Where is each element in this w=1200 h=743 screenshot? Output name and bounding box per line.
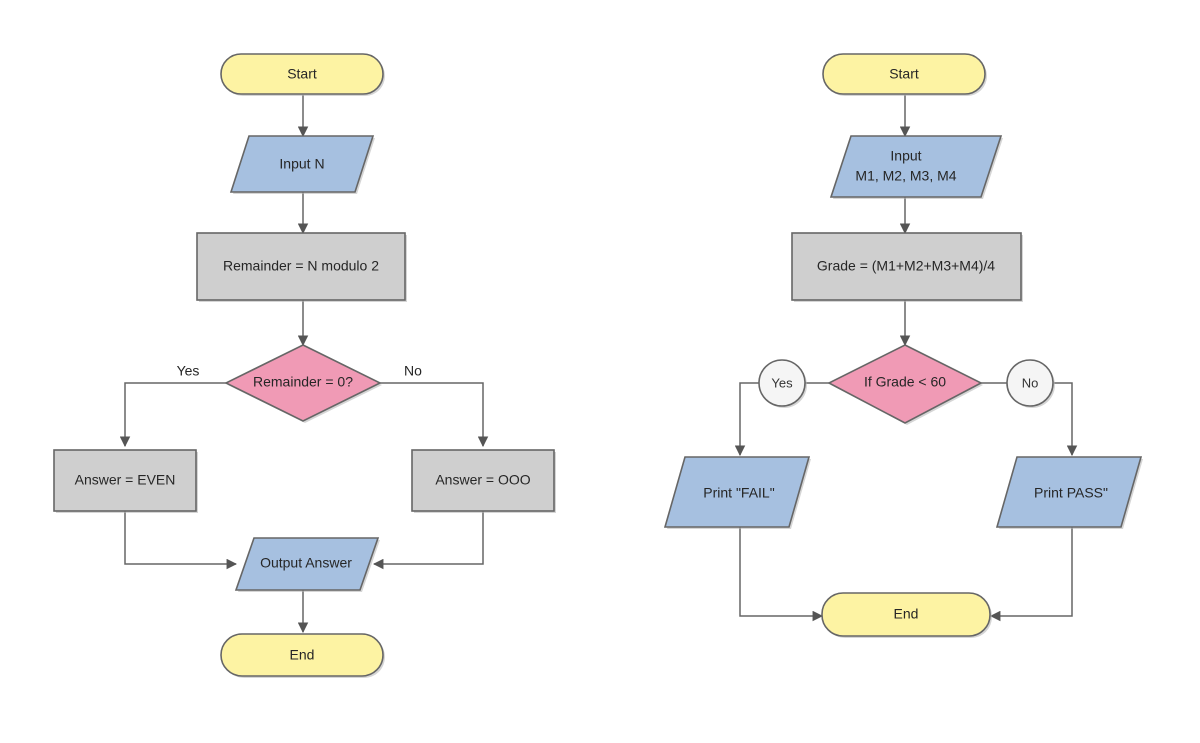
node-answer-odd[interactable]: Answer = OOO <box>411 449 556 513</box>
connectors-grade <box>734 95 1078 622</box>
edge-badge-yes[interactable]: Yes <box>758 359 807 408</box>
edge-pass-to-end <box>989 527 1073 622</box>
node-input-n[interactable]: Input N <box>229 135 375 194</box>
node-print-fail-label: Print "FAIL" <box>703 485 774 501</box>
decision-shape <box>224 344 382 422</box>
terminal-shape <box>821 592 991 637</box>
badge-circle <box>758 359 806 407</box>
node-print-fail[interactable]: Print "FAIL" <box>663 456 811 529</box>
connectors-even-odd <box>119 95 489 634</box>
node-end-label: End <box>894 606 919 622</box>
io-shape <box>234 537 380 591</box>
process-shape <box>791 232 1022 301</box>
process-shape <box>53 449 197 512</box>
edge-even-to-output <box>124 511 238 570</box>
node-print-pass-label: Print PASS" <box>1034 485 1108 501</box>
flowchart-grade-pass-fail: Start Input M1, M2, M3, M4 Grade = (M1+M… <box>663 53 1143 638</box>
node-answer-odd-label: Answer = OOO <box>435 472 530 488</box>
node-answer-even[interactable]: Answer = EVEN <box>53 449 198 513</box>
node-end-label: End <box>290 647 315 663</box>
edge-fail-to-end <box>739 527 824 622</box>
node-grade-label: Grade = (M1+M2+M3+M4)/4 <box>817 258 995 274</box>
edge-odd-to-output <box>372 511 484 570</box>
edge-no-to-print-pass <box>1054 382 1078 457</box>
io-shape <box>229 135 375 193</box>
node-start[interactable]: Start <box>220 53 385 96</box>
terminal-shape <box>220 53 384 95</box>
node-end[interactable]: End <box>220 633 385 678</box>
process-shape <box>196 232 406 301</box>
node-input-marks-label-line2: M1, M2, M3, M4 <box>855 168 956 184</box>
io-shape <box>829 135 1003 198</box>
node-end[interactable]: End <box>821 592 992 638</box>
edge-label-no: No <box>404 363 422 379</box>
edge-badge-no[interactable]: No <box>1006 359 1055 408</box>
node-start-label: Start <box>287 66 317 82</box>
node-decision-grade-label: If Grade < 60 <box>864 374 946 390</box>
node-answer-even-label: Answer = EVEN <box>75 472 176 488</box>
node-decision-remainder[interactable]: Remainder = 0? <box>224 344 382 423</box>
node-input-marks-label-line1: Input <box>890 148 921 164</box>
io-shape <box>663 456 811 528</box>
decision-shape <box>827 344 983 424</box>
node-grade[interactable]: Grade = (M1+M2+M3+M4)/4 <box>791 232 1023 302</box>
process-shape <box>411 449 555 512</box>
node-start-label: Start <box>889 66 919 82</box>
edge-decision-yes <box>119 382 228 448</box>
node-remainder[interactable]: Remainder = N modulo 2 <box>196 232 407 302</box>
node-print-pass[interactable]: Print PASS" <box>995 456 1143 529</box>
edge-badge-no-label: No <box>1022 375 1039 390</box>
node-remainder-label: Remainder = N modulo 2 <box>223 258 379 274</box>
node-output-answer[interactable]: Output Answer <box>234 537 380 592</box>
flowchart-even-odd: Start Input N Remainder = N modulo 2 Rem… <box>53 53 556 678</box>
node-input-marks[interactable]: Input M1, M2, M3, M4 <box>829 135 1003 199</box>
edge-label-yes: Yes <box>177 363 200 379</box>
edge-yes-to-print-fail <box>734 382 759 457</box>
node-decision-grade[interactable]: If Grade < 60 <box>827 344 983 425</box>
terminal-shape <box>822 53 986 95</box>
badge-circle <box>1006 359 1054 407</box>
io-shape <box>995 456 1143 528</box>
edge-decision-no <box>378 382 489 448</box>
node-start[interactable]: Start <box>822 53 987 96</box>
terminal-shape <box>220 633 384 677</box>
node-output-answer-label: Output Answer <box>260 555 352 571</box>
node-decision-remainder-label: Remainder = 0? <box>253 374 353 390</box>
edge-badge-yes-label: Yes <box>771 375 793 390</box>
node-input-n-label: Input N <box>279 156 324 172</box>
